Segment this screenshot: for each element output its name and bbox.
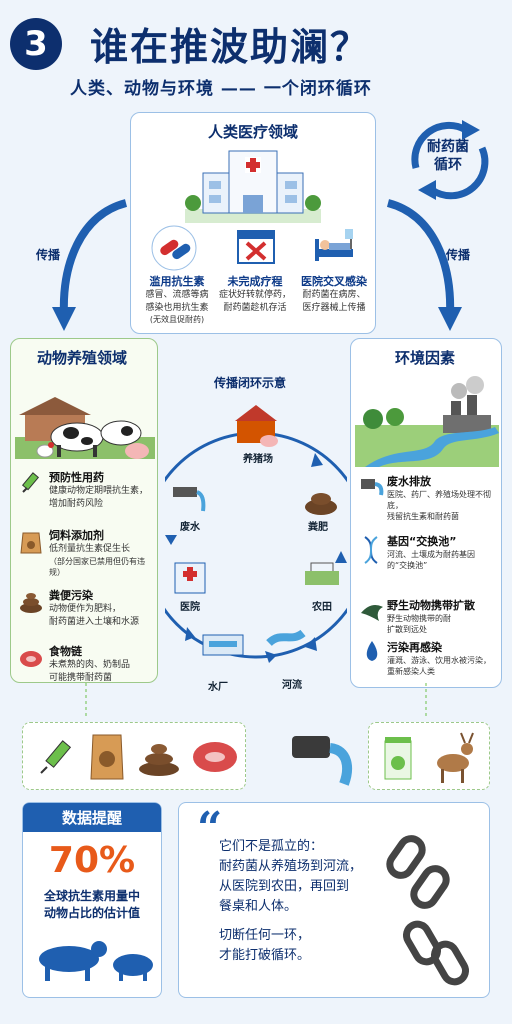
quote-line-4: 餐桌和人体。	[219, 899, 298, 915]
drain-pipe-icon	[361, 479, 384, 496]
quote-line-6: 才能打破循环。	[219, 947, 311, 963]
pills-icon	[151, 225, 197, 271]
env-icon-strip	[368, 722, 490, 790]
human-item-desc-1b: 感染也用抗生素	[145, 302, 209, 313]
page-title: 谁在推波助澜？	[90, 25, 371, 69]
quote-line-5: 切断任何一环，	[219, 927, 311, 943]
animal-item-title-1: 预防性用药	[49, 471, 104, 484]
animal-item-desc-1a: 健康动物定期喂抗生素，	[49, 486, 149, 496]
dna-icon	[364, 536, 378, 564]
broken-chain-icon	[386, 835, 469, 986]
animal-icon-strip	[22, 722, 246, 790]
human-item-desc-2a: 症状好转就停药，	[218, 290, 291, 300]
factory-river-icon	[355, 376, 499, 467]
quote-box: “ 它们不是孤立的： 耐药菌从养殖场到河流， 从医院到农田，再回到 餐桌和人体。…	[178, 802, 490, 998]
loop-node-pig-farm: 养猪场	[243, 454, 273, 465]
env-item-desc-1a: 医院、药厂、养殖场处理不彻底，	[387, 490, 491, 510]
human-panel: 人类医疗领域 滥用抗生素 感冒、流感等病 感染也用抗生素 (无效且促耐药)	[130, 112, 376, 334]
bird-icon	[361, 605, 383, 621]
page-subtitle: 人类、动物与环境 —— 一个闭环循环	[70, 79, 372, 99]
right-spread-arrow	[386, 199, 462, 331]
human-item-title-2: 未完成疗程	[227, 275, 283, 288]
strip-feed-bag-icon	[90, 734, 124, 780]
env-item-title-4: 污染再感染	[387, 641, 442, 654]
meat-icon	[20, 651, 42, 667]
animal-item-desc-3b: 耐药菌进入土壤和水源	[49, 616, 140, 627]
strip-sample-jar-icon	[384, 737, 412, 780]
cycle-arrows-icon	[411, 120, 489, 200]
animal-item-title-4: 食物链	[49, 645, 82, 658]
animal-item-desc-3a: 动物便作为肥料，	[49, 604, 122, 614]
env-item-desc-3b: 扩散到远处	[387, 625, 427, 634]
env-item-desc-3a: 野生动物携带的耐	[387, 614, 451, 623]
env-item-desc-4a: 灌溉、游泳、饮用水被污染，	[387, 656, 491, 665]
loop-node-wastewater: 废水	[180, 522, 200, 533]
animal-item-desc-2b: （部分国家已禁用但仍有违规）	[49, 556, 145, 577]
env-item-desc-4b: 重新感染人类	[387, 667, 435, 676]
animal-item-desc-2a: 低剂量抗生素促生长	[49, 544, 131, 554]
data-box-line2: 动物占比的估计值	[43, 906, 140, 920]
human-item-note-1: (无效且促耐药)	[149, 315, 205, 325]
cycle-label-2: 循环	[434, 157, 462, 174]
human-item-title-1: 滥用抗生素	[149, 275, 205, 288]
section-number-badge: 3	[10, 18, 62, 70]
strip-syringe-icon	[40, 740, 72, 774]
env-item-title-1: 废水排放	[387, 475, 431, 488]
calendar-cross-icon	[237, 230, 275, 264]
quote-mark: “	[197, 803, 223, 854]
loop-title: 传播闭环示意	[214, 376, 287, 390]
farm-animals-icon	[15, 397, 155, 459]
hospital-bed-icon	[315, 229, 353, 261]
water-drop-icon	[366, 641, 378, 661]
env-item-title-2: 基因“交换池”	[387, 535, 457, 548]
syringe-icon	[21, 472, 40, 493]
animal-item-title-3: 粪便污染	[49, 589, 93, 602]
left-spread-arrow	[52, 199, 128, 331]
loop-node-manure: 粪肥	[308, 522, 328, 533]
loop-node-river: 河流	[282, 680, 302, 691]
env-item-desc-1b: 残留抗生素和耐药菌	[387, 512, 459, 521]
env-item-desc-2a: 河流、土壤成为耐药基因	[387, 550, 475, 559]
feed-bag-icon	[20, 532, 42, 554]
loop-node-farmland: 农田	[312, 602, 332, 613]
pig-farm-icon	[235, 405, 278, 447]
env-panel: 环境因素 废水排放 医院、药厂、养殖场处理不彻底， 残留抗生素和耐药菌 基因“交…	[350, 338, 502, 688]
animal-panel-title: 动物养殖领域	[37, 349, 128, 367]
wastewater-pipe-icon	[292, 736, 352, 786]
animal-item-title-2: 饲料添加剂	[49, 529, 104, 542]
quote-line-2: 耐药菌从养殖场到河流，	[219, 859, 363, 875]
human-item-desc-2b: 耐药菌趁机存活	[223, 302, 287, 313]
data-box: 数据提醒 70% 全球抗生素用量中 动物占比的估计值	[22, 802, 162, 998]
loop-node-hospital: 医院	[180, 602, 200, 613]
right-spread-label: 传播	[446, 248, 471, 262]
hospital-icon	[185, 150, 321, 223]
strip-deer-icon	[437, 732, 474, 783]
manure-icon	[20, 593, 42, 613]
cow-pig-silhouette-icon	[39, 941, 153, 981]
data-box-value: 70%	[48, 840, 136, 881]
env-panel-title: 环境因素	[395, 349, 456, 367]
data-box-line1: 全球抗生素用量中	[43, 889, 140, 903]
left-spread-label: 传播	[36, 248, 61, 262]
connector-lines	[85, 683, 427, 719]
strip-meat-icon	[193, 742, 237, 772]
animal-item-desc-4b: 可能携带耐药菌	[49, 672, 113, 683]
human-item-title-3: 医院交叉感染	[301, 275, 367, 288]
human-item-desc-3a: 耐药菌在病房、	[302, 290, 366, 300]
animal-item-desc-1b: 增加耐药风险	[49, 498, 104, 509]
data-box-title: 数据提醒	[23, 803, 161, 832]
human-item-desc-1a: 感冒、流感等病	[145, 290, 209, 300]
quote-line-1: 它们不是孤立的：	[219, 839, 324, 854]
animal-panel: 动物养殖领域 预防性用药 健康动物定期喂抗生素， 增加耐药风险 饲料添加剂 低剂…	[10, 338, 158, 683]
human-panel-title: 人类医疗领域	[207, 123, 298, 141]
env-item-desc-2b: 的“交换池”	[387, 561, 428, 570]
strip-manure-icon	[139, 744, 179, 776]
animal-item-desc-4a: 未煮熟的肉、奶制品	[49, 660, 131, 670]
quote-line-3: 从医院到农田，再回到	[219, 879, 350, 895]
human-item-desc-3b: 医疗器械上传播	[302, 302, 366, 313]
env-item-title-3: 野生动物携带扩散	[387, 599, 475, 612]
loop-node-water-plant: 水厂	[208, 682, 228, 693]
loop-diagram	[165, 405, 347, 663]
cycle-label-1: 耐药菌	[427, 139, 469, 155]
